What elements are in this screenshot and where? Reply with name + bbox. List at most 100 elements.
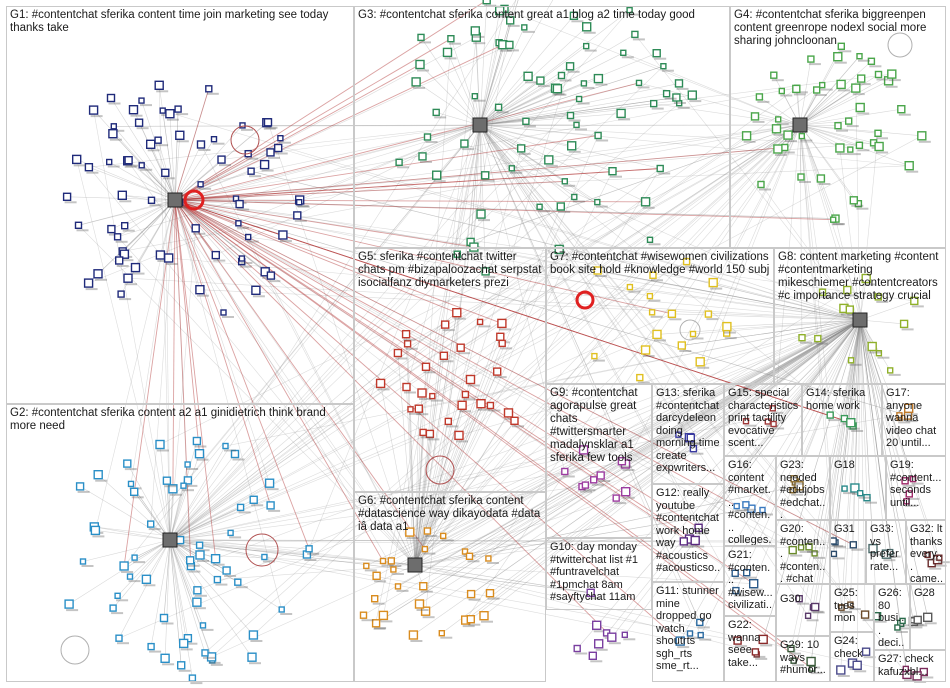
graph-edge <box>174 199 201 290</box>
graph-node <box>904 160 914 171</box>
group-label-g3: G3: #contentchat sferika content great a… <box>358 9 695 21</box>
graph-node-caption <box>898 627 911 630</box>
graph-edge <box>199 554 416 566</box>
graph-node <box>432 170 442 180</box>
graph-edge <box>183 124 481 486</box>
graph-node <box>771 124 782 134</box>
graph-node <box>616 108 626 119</box>
graph-edge-strong <box>174 180 565 201</box>
graph-node-caption <box>848 153 861 156</box>
graph-node-caption <box>116 265 129 267</box>
graph-node <box>407 406 414 413</box>
group-label-g27: G27: check kafuzxbl... <box>878 653 934 678</box>
graph-node <box>561 467 569 476</box>
graph-edge <box>169 482 270 541</box>
graph-edge <box>479 88 558 126</box>
graph-node-caption <box>584 49 597 52</box>
graph-node <box>620 49 627 56</box>
graph-edge-strong <box>174 199 854 546</box>
graph-node <box>755 93 764 101</box>
graph-edge <box>475 30 481 126</box>
graph-node-caption <box>648 243 661 246</box>
graph-node-caption <box>166 118 179 121</box>
graph-edge <box>113 124 481 127</box>
graph-edge <box>479 45 587 126</box>
graph-node-caption <box>196 458 209 461</box>
graph-node <box>261 553 268 561</box>
graph-edge <box>398 124 481 163</box>
graph-node <box>567 141 577 151</box>
graph-edge <box>93 110 171 541</box>
group-label-g5: G5: sferika #contentchat twitter chats p… <box>358 251 542 289</box>
graph-edge <box>772 319 861 409</box>
graph-node <box>591 352 598 360</box>
graph-node-caption <box>165 263 178 265</box>
group-box-g8: G8: content marketing #content #contentm… <box>774 248 946 384</box>
group-label-g32: G32: lt thanks every... came... <box>910 523 944 584</box>
graph-node <box>266 271 276 280</box>
graph-node <box>596 471 605 480</box>
graph-edge <box>479 52 657 126</box>
graph-edge <box>414 396 433 566</box>
graph-edge <box>414 405 463 566</box>
graph-node <box>244 233 252 241</box>
graph-node <box>123 459 132 468</box>
graph-node <box>105 158 113 166</box>
graph-edge <box>414 405 491 566</box>
graph-node-caption <box>81 565 94 567</box>
graph-node-caption <box>888 373 901 376</box>
graph-node <box>857 490 864 497</box>
graph-node-caption <box>180 648 193 651</box>
graph-edge <box>799 80 889 126</box>
graph-node <box>830 216 837 223</box>
graph-node-caption <box>743 508 756 511</box>
graph-node <box>679 537 688 546</box>
graph-edge <box>414 148 522 566</box>
graph-node <box>593 73 604 84</box>
graph-node <box>418 152 427 161</box>
graph-edge <box>414 66 571 566</box>
graph-node <box>845 305 854 314</box>
graph-node-caption <box>482 179 495 182</box>
graph-node-caption <box>420 590 433 593</box>
graph-node <box>274 143 283 153</box>
graph-node-caption <box>149 650 162 653</box>
group-box-g2: G2: #contentchat sferika content a2 a1 g… <box>6 404 354 682</box>
graph-node-caption <box>126 164 139 167</box>
graph-node <box>247 167 255 175</box>
graph-node-caption <box>654 339 666 342</box>
graph-edge <box>169 539 238 583</box>
graph-edge <box>374 319 861 599</box>
graph-edge <box>409 124 801 533</box>
graph-edge <box>799 124 859 204</box>
graph-edge <box>414 324 446 566</box>
graph-hub-node <box>472 117 488 133</box>
graph-edge <box>414 485 800 566</box>
graph-node-caption <box>735 509 748 512</box>
graph-edge <box>598 319 861 644</box>
graph-edge <box>414 20 511 566</box>
graph-node <box>697 631 704 639</box>
graph-edge <box>169 486 583 541</box>
graph-node <box>536 203 543 211</box>
graph-edge <box>479 124 793 491</box>
graph-node-caption <box>800 341 812 344</box>
graph-node-caption <box>812 611 825 614</box>
graph-edge <box>700 319 861 363</box>
graph-node <box>479 611 489 621</box>
graph-node-caption <box>876 78 889 81</box>
graph-node-caption <box>472 35 485 38</box>
graph-node <box>411 77 421 87</box>
graph-edge <box>150 539 171 647</box>
group-label-g26: G26: 80 busi... deci... <box>878 587 905 649</box>
graph-node-caption <box>73 164 86 167</box>
graph-edge <box>112 539 171 609</box>
graph-node <box>160 653 170 663</box>
graph-edge <box>479 102 680 126</box>
graph-node-caption <box>806 619 819 622</box>
graph-edge <box>414 564 754 584</box>
graph-edge <box>169 98 580 541</box>
graph-node-caption <box>865 501 877 504</box>
graph-node-caption <box>396 589 409 592</box>
graph-node-caption <box>863 283 876 286</box>
